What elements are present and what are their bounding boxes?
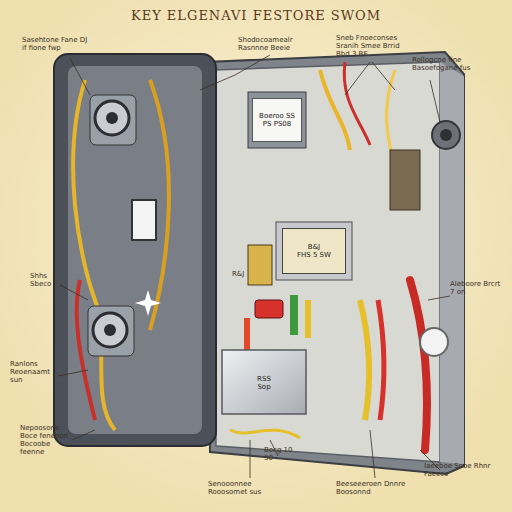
callout-label: Sneb Fnoeconses Sranih Smee Brrid Bbd 3 … xyxy=(336,34,414,58)
cabinet-shell xyxy=(205,52,464,474)
display-frame xyxy=(248,92,306,148)
callout-label: Rollogcne fine Basoefogane fus xyxy=(412,56,492,72)
leader-line xyxy=(372,62,395,90)
callout-label: Beeseeeroen Dnnre Boosonnd xyxy=(336,480,416,496)
leader-line xyxy=(250,440,251,478)
callout-label: Iaeeboe Sooe Rhnr Faeecs xyxy=(424,462,496,478)
callout-label: Nepoosone Boce feneoon Bocoobe feenne xyxy=(20,424,76,456)
component xyxy=(255,300,283,318)
callout-label: Shodocoamealr Rasnnne Beeie xyxy=(238,36,310,52)
switch-plate xyxy=(88,306,134,356)
rotary-switch xyxy=(93,313,127,347)
label-plate: B&JFHS 5 SW xyxy=(282,228,346,274)
leader-line xyxy=(70,58,90,95)
rotary-switch xyxy=(106,112,118,124)
screwdriver xyxy=(360,300,369,420)
tool xyxy=(390,150,420,210)
callout-label: Bocg 10 S0 xyxy=(264,446,294,462)
label-plate: Boeroo SSPS PS08 xyxy=(252,98,302,142)
node-text: FHS 5 SW xyxy=(297,251,331,259)
screwdriver xyxy=(378,300,384,420)
window xyxy=(132,200,156,240)
rotary-switch xyxy=(95,101,129,135)
callout-label: Senooonnee Rooosomet sus xyxy=(208,480,282,496)
leader-line xyxy=(200,55,270,90)
metal-box: RSSSop xyxy=(226,360,302,406)
leader-lines xyxy=(58,55,450,478)
callout-label: Ranlons Reoenaamt sun xyxy=(10,360,62,384)
panel xyxy=(276,222,352,280)
switch-plate xyxy=(90,95,136,145)
screwdriver xyxy=(244,318,250,354)
sparkle xyxy=(135,290,161,316)
diagram-title: KEY ELGENAVI FESTORE SWOM xyxy=(0,8,512,23)
leader-line xyxy=(60,285,88,300)
leader-line xyxy=(58,370,88,376)
callout-label: Aleboore Brcrt 7 on xyxy=(450,280,502,296)
leader-line xyxy=(430,80,440,122)
callout-label: Shhs Sbeco xyxy=(30,272,66,288)
node-text: Sop xyxy=(257,383,270,391)
wire xyxy=(230,430,300,438)
metal-box xyxy=(222,350,306,414)
knob xyxy=(440,129,452,141)
gauge xyxy=(420,328,448,356)
leader-line xyxy=(345,62,370,95)
screwdriver xyxy=(305,300,311,338)
knob xyxy=(432,121,460,149)
node-text: B&J xyxy=(308,243,320,251)
leader-line xyxy=(428,296,450,300)
door xyxy=(54,54,216,446)
wire xyxy=(344,62,370,145)
leader-line xyxy=(72,430,95,440)
node-text: RSS xyxy=(257,375,271,383)
callout-label: Sasehtone Fane DJ if fione fwp xyxy=(22,36,92,52)
callout-label: R&J xyxy=(232,270,250,278)
cabinet-interior xyxy=(214,62,440,462)
node-text: PS PS08 xyxy=(263,120,291,128)
rotary-switch xyxy=(104,324,116,336)
screwdriver xyxy=(290,295,298,335)
component xyxy=(248,245,272,285)
leader-line xyxy=(370,430,375,478)
node-text: Boeroo SS xyxy=(259,112,295,120)
pliers xyxy=(410,280,427,450)
door-panel xyxy=(68,66,202,434)
